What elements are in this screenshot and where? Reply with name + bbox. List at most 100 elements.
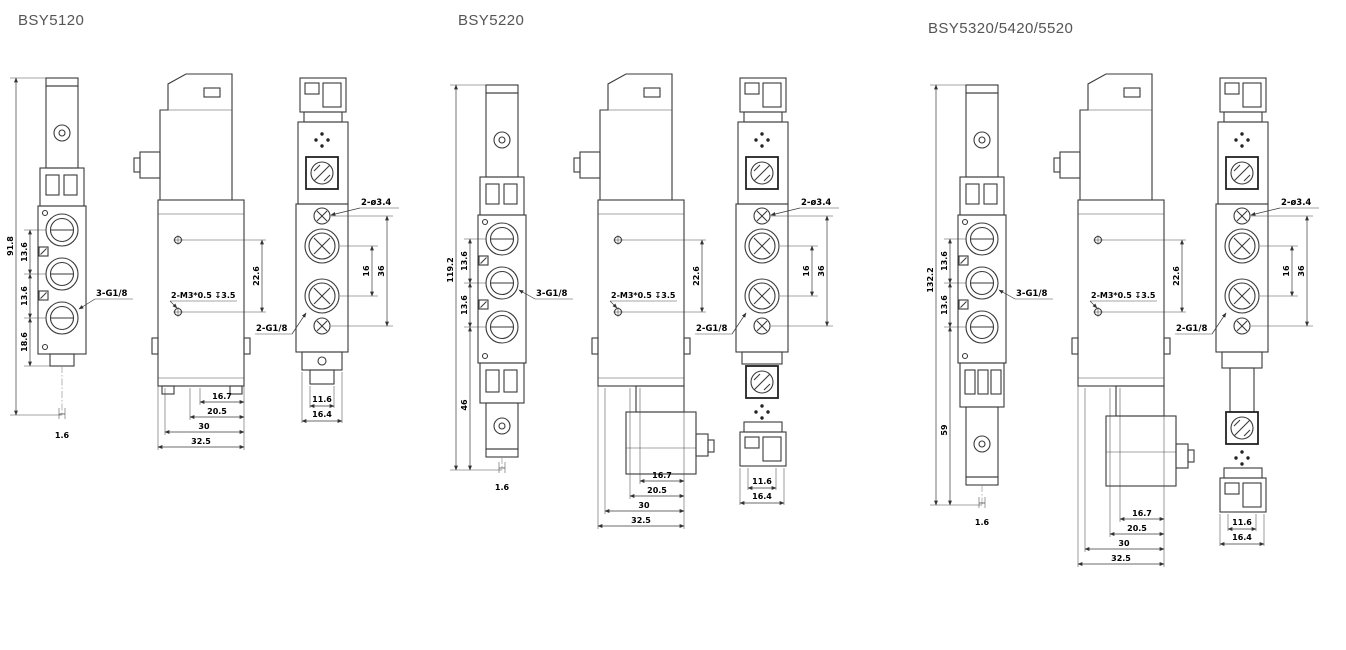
dim-h1: 11.6 <box>1232 518 1252 527</box>
dim-screw-span: 36 <box>817 265 826 277</box>
dim-port-span: 16 <box>362 265 371 277</box>
panel-title: BSY5220 <box>458 12 524 29</box>
screw-icon <box>753 207 771 225</box>
label-ports: 3-G1/8 <box>1016 289 1047 299</box>
dim-h2: 20.5 <box>1127 524 1147 533</box>
port-icon <box>485 266 519 300</box>
manual-override-icon <box>745 365 779 399</box>
screw-icon <box>1233 207 1251 225</box>
dim-seg3: 46 <box>460 399 469 411</box>
side-view: 2-M3*0.5 ↧3.5 22.6 16.7 20.5 30 32.5 <box>133 73 266 450</box>
manual-override-icon <box>1225 411 1259 445</box>
panel-bsy5120: BSY5120 91.8 13.6 13.6 18.6 1.6 <box>6 12 399 450</box>
dim-seg3: 18.6 <box>20 332 29 352</box>
panel-bsy5220: BSY5220 119.2 13.6 13.6 46 <box>446 12 839 529</box>
pilot-port-icon <box>973 435 991 453</box>
port-tag-icon <box>958 255 969 266</box>
pilot-port-icon <box>53 124 71 142</box>
port-tag-icon <box>38 246 49 257</box>
dim-seg1: 13.6 <box>940 251 949 271</box>
port-icon <box>45 301 79 335</box>
dim-screw-span: 36 <box>1297 265 1306 277</box>
port-icon <box>304 228 340 264</box>
pilot-port-icon <box>973 131 991 149</box>
panel-title: BSY5320/5420/5520 <box>928 20 1073 37</box>
dim-port-span: 16 <box>1282 265 1291 277</box>
port-tag-icon <box>38 290 49 301</box>
label-rear-ports: 2-G1/8 <box>696 324 727 334</box>
dim-tip: 1.6 <box>975 518 990 527</box>
front-view: 119.2 13.6 13.6 46 1.6 3-G1/8 <box>446 84 573 492</box>
dim-overall: 91.8 <box>6 236 15 256</box>
pilot-exhaust-icon <box>754 132 770 148</box>
port-icon <box>485 222 519 256</box>
pilot-port-icon <box>493 417 511 435</box>
front-view: 132.2 13.6 13.6 59 1.6 3-G1/8 <box>926 84 1053 527</box>
dim-seg1: 13.6 <box>20 242 29 262</box>
pilot-exhaust-icon <box>754 404 770 420</box>
screw-icon <box>1233 317 1251 335</box>
dim-h1: 11.6 <box>752 477 772 486</box>
port-icon <box>45 257 79 291</box>
dim-h2: 20.5 <box>207 407 227 416</box>
dim-hole-span: 22.6 <box>692 266 701 286</box>
port-icon <box>744 228 780 264</box>
port-icon <box>1224 228 1260 264</box>
port-icon <box>304 278 340 314</box>
panel-title: BSY5120 <box>18 12 84 29</box>
port-tag-icon <box>478 255 489 266</box>
port-tag-icon <box>478 299 489 310</box>
label-holes: 2-ø3.4 <box>801 198 831 208</box>
dim-h3: 30 <box>198 422 210 431</box>
dim-tip: 1.6 <box>55 431 70 440</box>
dim-h4: 32.5 <box>191 437 211 446</box>
dim-h3: 30 <box>1118 539 1130 548</box>
port-icon <box>45 213 79 247</box>
dim-seg2: 13.6 <box>460 295 469 315</box>
dim-h3: 30 <box>638 501 650 510</box>
side-view: 2-M3*0.5 ↧3.5 22.6 16.7 20.5 30 32.5 <box>1053 73 1195 567</box>
screw-icon <box>313 317 331 335</box>
dim-h2: 16.4 <box>1232 533 1252 542</box>
rear-view: 2-ø3.4 16 36 2-G1/8 11.6 16.4 <box>1175 77 1319 546</box>
dim-h2: 16.4 <box>312 410 332 419</box>
manual-override-icon <box>305 156 339 190</box>
front-view: 91.8 13.6 13.6 18.6 1.6 3-G1/8 <box>6 77 133 440</box>
port-icon <box>965 222 999 256</box>
dim-hole-span: 22.6 <box>252 266 261 286</box>
label-holes: 2-ø3.4 <box>361 198 391 208</box>
port-icon <box>744 278 780 314</box>
dim-h1: 16.7 <box>212 392 232 401</box>
dim-screw-span: 36 <box>377 265 386 277</box>
dim-h2: 20.5 <box>647 486 667 495</box>
dim-overall: 132.2 <box>926 267 935 292</box>
dim-h2: 16.4 <box>752 492 772 501</box>
dim-tip: 1.6 <box>495 483 510 492</box>
label-ports: 3-G1/8 <box>96 289 127 299</box>
pilot-exhaust-icon <box>1234 450 1250 466</box>
dim-hole-span: 22.6 <box>1172 266 1181 286</box>
port-icon <box>485 310 519 344</box>
dim-h1: 16.7 <box>652 471 672 480</box>
dim-seg1: 13.6 <box>460 251 469 271</box>
panel-bsy5320-5420-5520: BSY5320/5420/5520 132.2 13.6 <box>926 20 1319 567</box>
pilot-port-icon <box>493 131 511 149</box>
label-ports: 3-G1/8 <box>536 289 567 299</box>
port-icon <box>1224 278 1260 314</box>
rear-view: 2-ø3.4 16 36 2-G1/8 11.6 16.4 <box>255 77 399 423</box>
rear-view: 2-ø3.4 16 36 2-G1/8 11.6 16.4 <box>695 77 839 505</box>
dim-seg2: 13.6 <box>20 286 29 306</box>
manual-override-icon <box>1225 156 1259 190</box>
pilot-exhaust-icon <box>314 132 330 148</box>
label-rear-ports: 2-G1/8 <box>1176 324 1207 334</box>
label-thread: 2-M3*0.5 ↧3.5 <box>611 291 676 300</box>
port-icon <box>965 266 999 300</box>
dim-seg3: 59 <box>940 424 949 436</box>
screw-icon <box>753 317 771 335</box>
label-thread: 2-M3*0.5 ↧3.5 <box>1091 291 1156 300</box>
dim-h1: 11.6 <box>312 395 332 404</box>
screw-icon <box>313 207 331 225</box>
dim-port-span: 16 <box>802 265 811 277</box>
dim-h4: 32.5 <box>1111 554 1131 563</box>
